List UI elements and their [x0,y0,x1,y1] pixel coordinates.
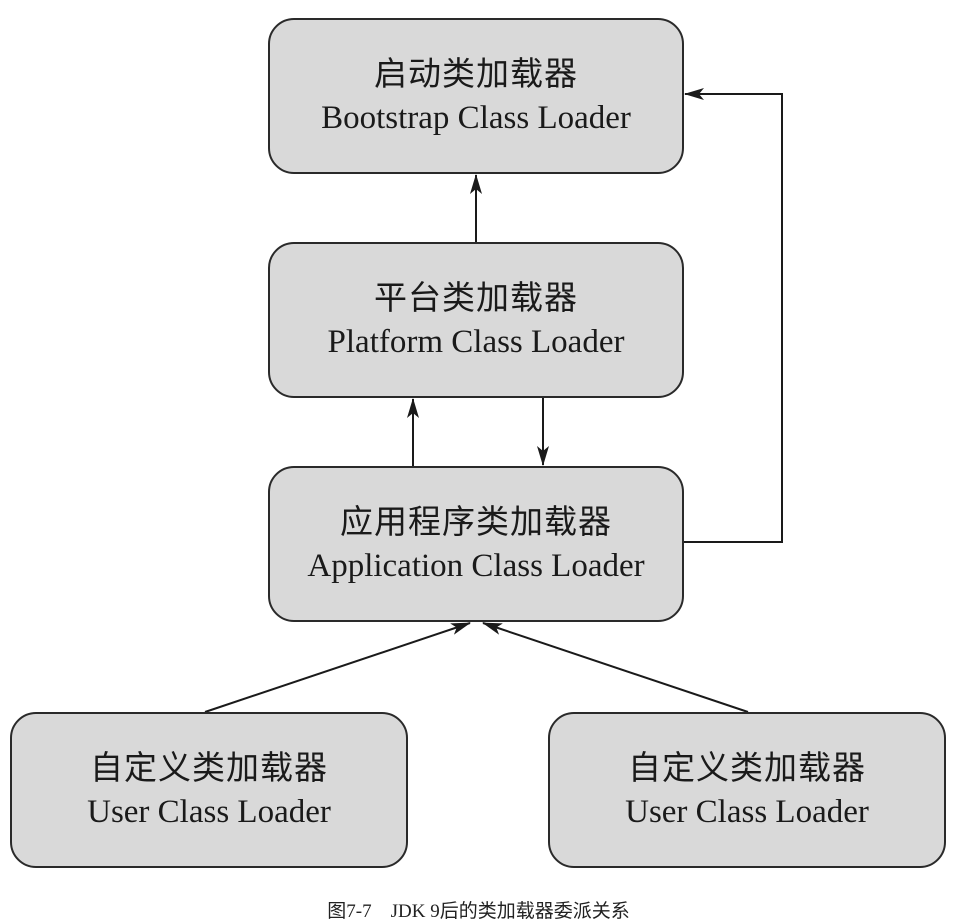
arrow-application-to-bootstrap [684,88,783,543]
platform-class-loader-node: 平台类加载器 Platform Class Loader [268,242,684,398]
arrow-user1-to-application [204,622,471,713]
node-title-en: User Class Loader [625,794,869,830]
figure-number: 图7-7 [327,901,372,922]
bootstrap-class-loader-node: 启动类加载器 Bootstrap Class Loader [268,18,684,174]
user-class-loader-node-left: 自定义类加载器 User Class Loader [10,712,408,868]
node-title-zh: 平台类加载器 [374,278,578,317]
node-title-zh: 自定义类加载器 [628,748,866,787]
node-title-zh: 自定义类加载器 [90,748,328,787]
figure-caption-text: JDK 9后的类加载器委派关系 [390,901,630,922]
node-title-zh: 启动类加载器 [374,54,578,93]
application-class-loader-node: 应用程序类加载器 Application Class Loader [268,466,684,622]
node-title-en: Application Class Loader [307,548,645,584]
node-title-en: User Class Loader [87,794,331,830]
node-title-zh: 应用程序类加载器 [340,502,612,541]
node-title-en: Bootstrap Class Loader [321,100,631,136]
user-class-loader-node-right: 自定义类加载器 User Class Loader [548,712,946,868]
figure-caption: 图7-7 JDK 9后的类加载器委派关系 [0,896,957,923]
node-title-en: Platform Class Loader [327,324,625,360]
arrow-user2-to-application [482,622,749,713]
